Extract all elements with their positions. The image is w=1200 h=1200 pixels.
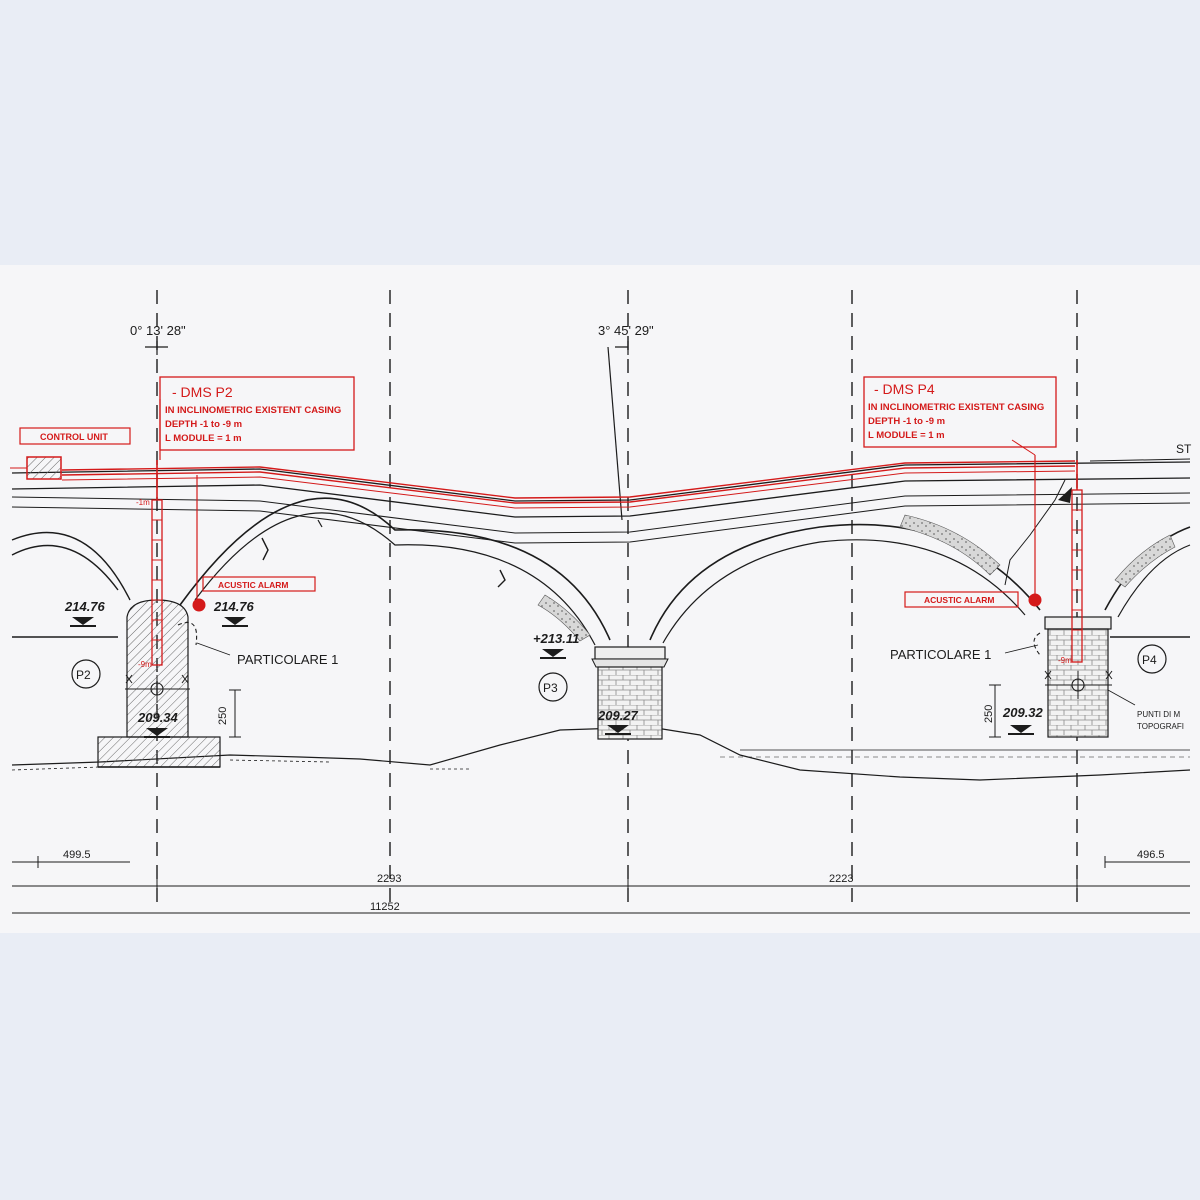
dms-p4-line3: L MODULE = 1 m [868,430,945,441]
depth-bottom-p4-label: -9m [1058,656,1072,665]
dimension-total: 11252 [370,901,400,913]
pier-p4-label: P4 [1142,653,1157,667]
particolare-right-label: PARTICOLARE 1 [890,647,991,662]
elevation-p4-base: 209.32 [1002,705,1044,720]
angle-left-label: 0° 13' 28" [130,323,186,338]
acoustic-alarm-left-label: ACUSTIC ALARM [218,580,289,590]
punti-line1: PUNTI DI M [1137,710,1180,719]
acoustic-alarm-right-marker [1028,593,1042,607]
dms-p2-line3: L MODULE = 1 m [165,433,242,444]
dimension-span-left: 2293 [377,873,401,885]
dms-p4-line1: IN INCLINOMETRIC EXISTENT CASING [868,402,1044,413]
height-dimensions: 250 250 [217,684,1001,738]
angle-markers: 0° 13' 28" 3° 45' 29" [130,323,654,355]
pier-p3-label: P3 [543,681,558,695]
dimension-right-offset: 496.5 [1137,849,1165,861]
depth-bottom-p2-label: -9m [138,660,152,669]
pier-p3 [591,646,669,740]
dimension-left-offset: 499.5 [63,849,91,861]
dimension-lines: 499.5 496.5 2293 2223 11252 [12,849,1190,914]
edge-st-label: ST [1176,442,1192,456]
pier-p2 [97,599,221,768]
pier-labels: P2 P3 P4 [71,644,1167,702]
height-right-label: 250 [983,705,995,723]
pier-p2-label: P2 [76,668,91,682]
particolare-callouts: PARTICOLARE 1 PARTICOLARE 1 [177,621,1041,667]
dms-p4-title: - DMS P4 [874,381,935,397]
elevation-left-outer: 214.76 [64,599,106,614]
height-left-label: 250 [217,707,229,725]
drawing-sheet: 0° 13' 28" 3° 45' 29" [0,265,1200,933]
angle-center-label: 3° 45' 29" [598,323,654,338]
acoustic-alarm-left-marker [192,598,206,612]
elevation-left-inner: 214.76 [213,599,255,614]
elevation-p3-base: 209.27 [597,708,639,723]
dms-p2-line2: DEPTH -1 to -9 m [165,419,242,430]
dms-p4-line2: DEPTH -1 to -9 m [868,416,945,427]
dms-p4-callout: - DMS P4 IN INCLINOMETRIC EXISTENT CASIN… [863,376,1057,448]
control-unit-callout: CONTROL UNIT [19,427,131,445]
arches [11,479,1191,646]
depth-top-p2-label: -1m [136,498,150,507]
axis-lines [156,290,1078,905]
control-unit-label: CONTROL UNIT [40,432,108,442]
bridge-elevation-drawing: 0° 13' 28" 3° 45' 29" [10,290,1192,914]
dms-instruments [10,399,1083,666]
bridge-deck [11,458,1191,544]
punti-line2: TOPOGRAFI [1137,722,1184,731]
monitoring-cable [61,460,1076,509]
acoustic-alarm-right-label: ACUSTIC ALARM [924,595,995,605]
dimension-span-right: 2223 [829,873,853,885]
elevation-p2-base: 209.34 [137,710,179,725]
topographic-targets [125,670,1136,706]
elevation-markers: 214.76 214.76 209.34 +213.11 209.27 209.… [64,599,1044,738]
acoustic-alarm-left-callout: ACUSTIC ALARM [202,576,316,592]
acoustic-alarm-right-callout: ACUSTIC ALARM [904,591,1019,608]
dms-p2-line1: IN INCLINOMETRIC EXISTENT CASING [165,405,341,416]
elevation-p3-top: +213.11 [533,631,579,646]
dms-p2-callout: - DMS P2 IN INCLINOMETRIC EXISTENT CASIN… [159,376,355,451]
dms-p2-title: - DMS P2 [172,384,233,400]
particolare-left-label: PARTICOLARE 1 [237,652,338,667]
